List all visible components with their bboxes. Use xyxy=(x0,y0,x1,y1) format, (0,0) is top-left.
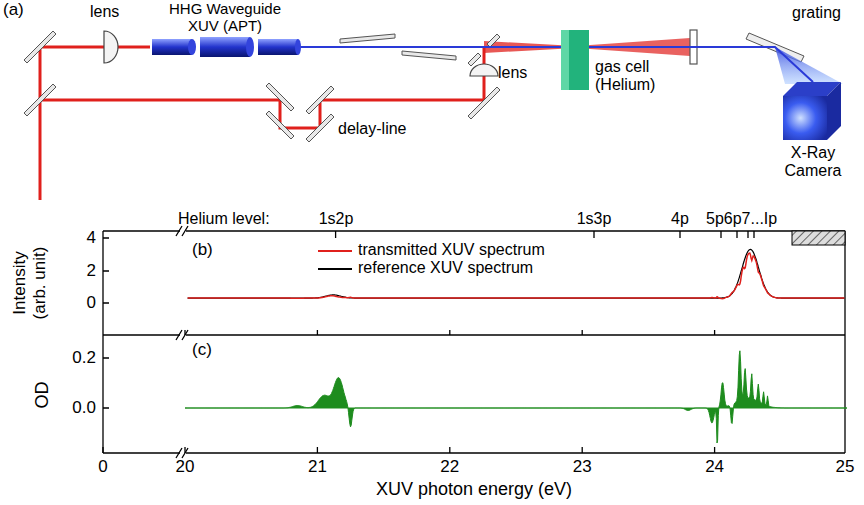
label: 25 xyxy=(836,457,855,477)
label: Helium level: xyxy=(178,210,270,228)
od-curve xyxy=(185,351,847,443)
label: 5p6p7...Ip xyxy=(706,210,777,228)
gas-cell: gas cell (Helium) xyxy=(561,30,589,90)
x-ray-camera-shape xyxy=(783,82,843,140)
label: XUV photon energy (eV) xyxy=(376,479,572,500)
gas-cell-shape xyxy=(561,30,589,90)
legend-sample xyxy=(318,268,352,270)
label: 4p xyxy=(671,210,689,228)
label: 0 xyxy=(87,293,96,313)
label: 1s2p xyxy=(319,210,354,228)
label: lens xyxy=(498,64,527,82)
label: 2 xyxy=(87,261,96,281)
xuv-beam xyxy=(300,46,561,48)
label: 0.0 xyxy=(72,398,96,418)
node-label: X-Ray Camera xyxy=(771,144,855,181)
legend-text: reference XUV spectrum xyxy=(358,259,533,277)
node-label: HHG Waveguide XUV (APT) xyxy=(160,0,290,35)
label: (c) xyxy=(192,340,212,360)
hhg-waveguide-shape xyxy=(150,37,300,57)
label: 1s3p xyxy=(577,210,612,228)
label: 21 xyxy=(308,457,327,477)
label: (b) xyxy=(192,240,213,260)
label: 0.2 xyxy=(72,348,96,368)
label: 4 xyxy=(87,228,96,248)
label: 22 xyxy=(440,457,459,477)
label: lens xyxy=(90,3,119,21)
legend-text: transmitted XUV spectrum xyxy=(358,241,545,259)
label: Intensity (arb. unit) xyxy=(10,233,49,333)
label: 20 xyxy=(176,457,195,477)
label: 0 xyxy=(98,457,107,477)
label: delay-line xyxy=(338,120,406,138)
label: 23 xyxy=(573,457,592,477)
label: OD xyxy=(32,375,53,415)
legend-sample xyxy=(318,250,352,252)
x-ray-camera: X-Ray Camera xyxy=(783,82,843,140)
label: grating xyxy=(792,4,841,22)
node-label: gas cell (Helium) xyxy=(595,58,675,95)
transmitted-curve xyxy=(188,253,845,299)
hhg-waveguide: HHG Waveguide XUV (APT) xyxy=(150,37,300,57)
label: 24 xyxy=(705,457,724,477)
label: (a) xyxy=(3,0,24,20)
